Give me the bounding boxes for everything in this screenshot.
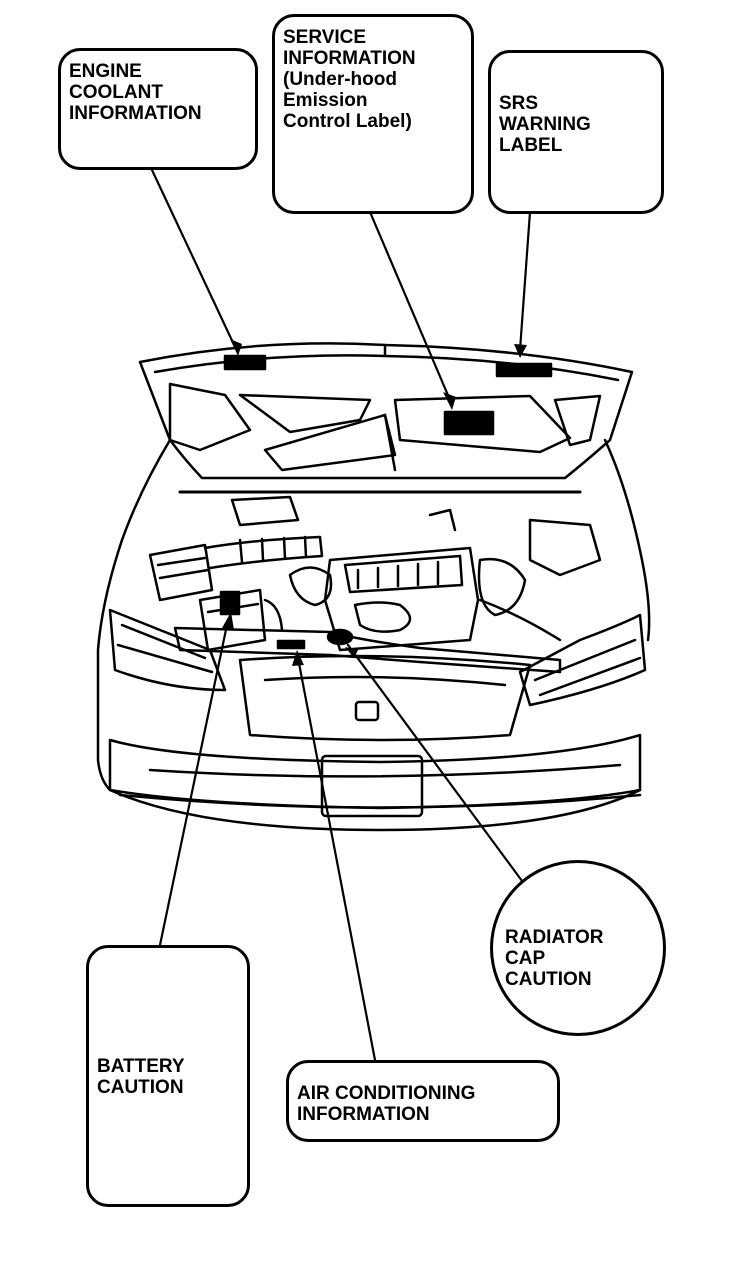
service-info-line-5: Control Label)	[283, 111, 412, 132]
battery-caution-line-2: CAUTION	[97, 1077, 184, 1098]
engine-coolant-callout: ENGINE COOLANT INFORMATION	[58, 48, 258, 170]
air-conditioning-line-2: INFORMATION	[297, 1104, 430, 1125]
hood	[138, 342, 634, 480]
service-info-line-2: INFORMATION	[283, 48, 416, 69]
ac-label-block	[276, 639, 306, 650]
srs-warning-line-3: LABEL	[499, 135, 563, 156]
radiator-cap-line-2: CAP	[505, 948, 546, 969]
srs-warning-line-2: WARNING	[499, 114, 591, 135]
radiator-cap-line-3: CAUTION	[505, 969, 592, 990]
battery-caution-callout: BATTERY CAUTION	[86, 945, 250, 1207]
coolant-label-block	[223, 354, 267, 371]
service-label-block	[443, 410, 495, 436]
service-info-line-4: Emission	[283, 90, 368, 111]
service-info-line-1: SERVICE	[283, 27, 367, 48]
engine-coolant-line-2: COOLANT	[69, 82, 163, 103]
radiator-cap-line-1: RADIATOR	[505, 927, 604, 948]
battery-label-block	[219, 590, 241, 616]
car-body	[96, 438, 651, 832]
srs-label-block	[495, 362, 553, 378]
srs-warning-line-1: SRS	[499, 93, 539, 114]
service-information-callout: SERVICE INFORMATION (Under-hood Emission…	[272, 14, 474, 214]
air-conditioning-line-1: AIR CONDITIONING	[297, 1083, 476, 1104]
service-info-line-3: (Under-hood	[283, 69, 397, 90]
engine-coolant-line-1: ENGINE	[69, 61, 142, 82]
leader-lines	[150, 168, 532, 1062]
engine-bay	[148, 495, 602, 674]
battery-caution-line-1: BATTERY	[97, 1056, 185, 1077]
air-conditioning-callout: AIR CONDITIONING INFORMATION	[286, 1060, 560, 1142]
srs-warning-callout: SRS WARNING LABEL	[488, 50, 664, 214]
engine-coolant-line-3: INFORMATION	[69, 103, 202, 124]
radiator-cap-callout: RADIATOR CAP CAUTION	[490, 860, 666, 1036]
